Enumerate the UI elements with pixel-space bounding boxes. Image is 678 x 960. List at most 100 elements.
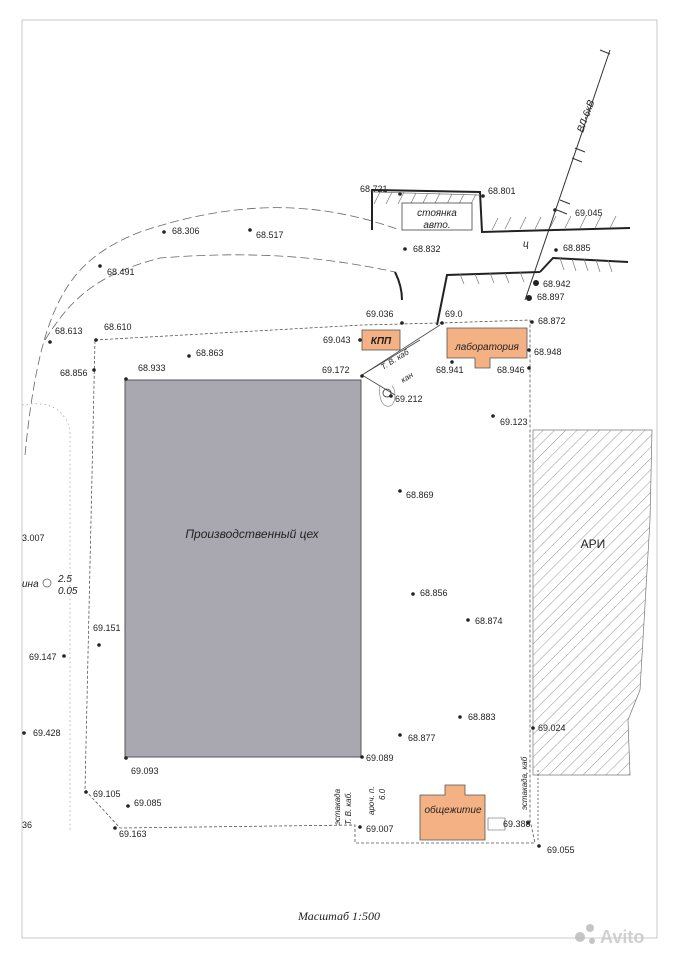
elev-dot-41 <box>537 844 541 848</box>
tree-icon <box>42 578 52 588</box>
elev-text-15: 69.043 <box>323 335 351 345</box>
elev-text-7: 68.491 <box>107 267 135 277</box>
elev-dot-4 <box>553 208 557 212</box>
elev-text-41: 69.055 <box>547 845 575 855</box>
trestle-right-label: эстакада, каб <box>520 756 529 810</box>
elev-text-1: 68.801 <box>488 186 516 196</box>
elev-dot-39 <box>358 825 362 829</box>
elev-text-21: 68.941 <box>436 365 464 375</box>
elev-dot-35 <box>124 756 128 760</box>
elev-text-23: 69.212 <box>395 394 423 404</box>
ari-label: АРИ <box>581 537 606 551</box>
elev-text-32: 68.877 <box>408 733 436 743</box>
elev-text-26: 68.856 <box>420 588 448 598</box>
elev-dot-32 <box>398 733 402 737</box>
elev-text-9: 68.897 <box>537 292 565 302</box>
road-inner-edge-2 <box>394 271 403 301</box>
production-hall-label: Производственный цех <box>185 527 319 541</box>
elev-text-33: 69.428 <box>33 728 61 738</box>
watermark-text: Avito <box>600 927 644 947</box>
elev-text-27: 68.874 <box>475 616 503 626</box>
elev-text-4: 69.045 <box>575 208 603 218</box>
elev-text-36: 69.105 <box>93 789 121 799</box>
elev-dot-21 <box>450 360 454 364</box>
elev-text-10: 69.036 <box>366 309 394 319</box>
well-outline <box>379 384 396 407</box>
elev-dot-19 <box>124 377 128 381</box>
elev-dot-17 <box>187 354 191 358</box>
elev-text-18: 68.856 <box>60 368 88 378</box>
sewer-label: кан <box>399 370 415 385</box>
elev-dot-16 <box>527 348 531 352</box>
elev-text-0: 68.721 <box>360 184 388 194</box>
kpp-building <box>361 329 401 351</box>
elev-text-25: 68.869 <box>406 490 434 500</box>
elev-dot-30 <box>458 715 462 719</box>
gate-road <box>436 256 629 326</box>
elev-dot-15 <box>358 338 362 342</box>
ari-area <box>532 429 653 776</box>
elev-dot-11 <box>440 321 444 325</box>
elev-dot-36 <box>84 790 88 794</box>
well-icon <box>382 388 392 398</box>
parking-fence <box>371 188 631 234</box>
trestle-left-label-1: эстакада <box>333 788 342 825</box>
elev-text-2: 68.306 <box>172 226 200 236</box>
avito-watermark: Avito <box>575 924 644 947</box>
elev-dot-34 <box>360 755 364 759</box>
elev-dot-38 <box>113 826 117 830</box>
elev-dot-13 <box>48 340 52 344</box>
elev-text-30: 68.883 <box>468 712 496 722</box>
elev-dot-25 <box>398 489 402 493</box>
elev-dot-2 <box>162 230 166 234</box>
edge-label-2: 3.007 <box>22 533 45 543</box>
road-outer-edge <box>24 207 401 456</box>
arch-label-1: арoч. п. <box>367 786 376 815</box>
elev-text-11: 69.0 <box>445 309 463 319</box>
elev-dot-6 <box>554 248 558 252</box>
elev-dot-33 <box>22 731 26 735</box>
elev-dot-24 <box>491 414 495 418</box>
elev-text-16: 68.948 <box>534 347 562 357</box>
elev-dot-37 <box>126 804 130 808</box>
elev-text-20: 69.172 <box>322 365 350 375</box>
elev-dot-14 <box>94 338 98 342</box>
dorm-label: общежитие <box>424 804 481 816</box>
parking-label-1: стоянка <box>417 208 457 219</box>
edge-label-3: 36 <box>22 820 32 830</box>
elev-text-13: 68.613 <box>55 326 83 336</box>
elev-dot-23 <box>389 394 393 398</box>
elev-text-6: 68.885 <box>563 243 591 253</box>
elev-text-5: 68.832 <box>413 244 441 254</box>
elev-dot-3 <box>248 228 252 232</box>
elev-dot-20 <box>360 374 364 378</box>
elev-text-40: 69.388 <box>503 819 531 829</box>
elev-text-19: 68.933 <box>138 363 166 373</box>
elev-text-35: 69.093 <box>131 766 159 776</box>
elev-dot-10 <box>400 321 404 325</box>
elev-text-31: 69.024 <box>538 723 566 733</box>
elev-text-22: 68.946 <box>497 365 525 375</box>
elev-text-14: 68.610 <box>104 322 132 332</box>
elev-dot-28 <box>97 643 101 647</box>
tree-label-1: 2.5 <box>57 574 72 585</box>
elev-dot-31 <box>531 726 535 730</box>
elev-dot-9 <box>526 295 532 301</box>
elev-dot-5 <box>403 247 407 251</box>
sheet-frame <box>21 19 658 939</box>
elev-text-3: 68.517 <box>256 230 284 240</box>
lab-label: лаборатория <box>454 341 519 353</box>
elev-text-8: 68.942 <box>543 279 571 289</box>
elev-dot-26 <box>411 592 415 596</box>
elev-text-17: 68.863 <box>196 348 224 358</box>
elev-dot-18 <box>92 368 96 372</box>
trestle-left-label-2: Т. В. каб. <box>344 792 353 825</box>
scale-label: Масштаб 1:500 <box>297 909 380 923</box>
elev-text-24: 69.123 <box>500 417 528 427</box>
power-line <box>524 49 611 301</box>
elev-dot-29 <box>62 654 66 658</box>
ts-label: ц <box>523 239 529 250</box>
kpp-label: КПП <box>371 336 392 347</box>
elev-text-29: 69.147 <box>29 652 57 662</box>
